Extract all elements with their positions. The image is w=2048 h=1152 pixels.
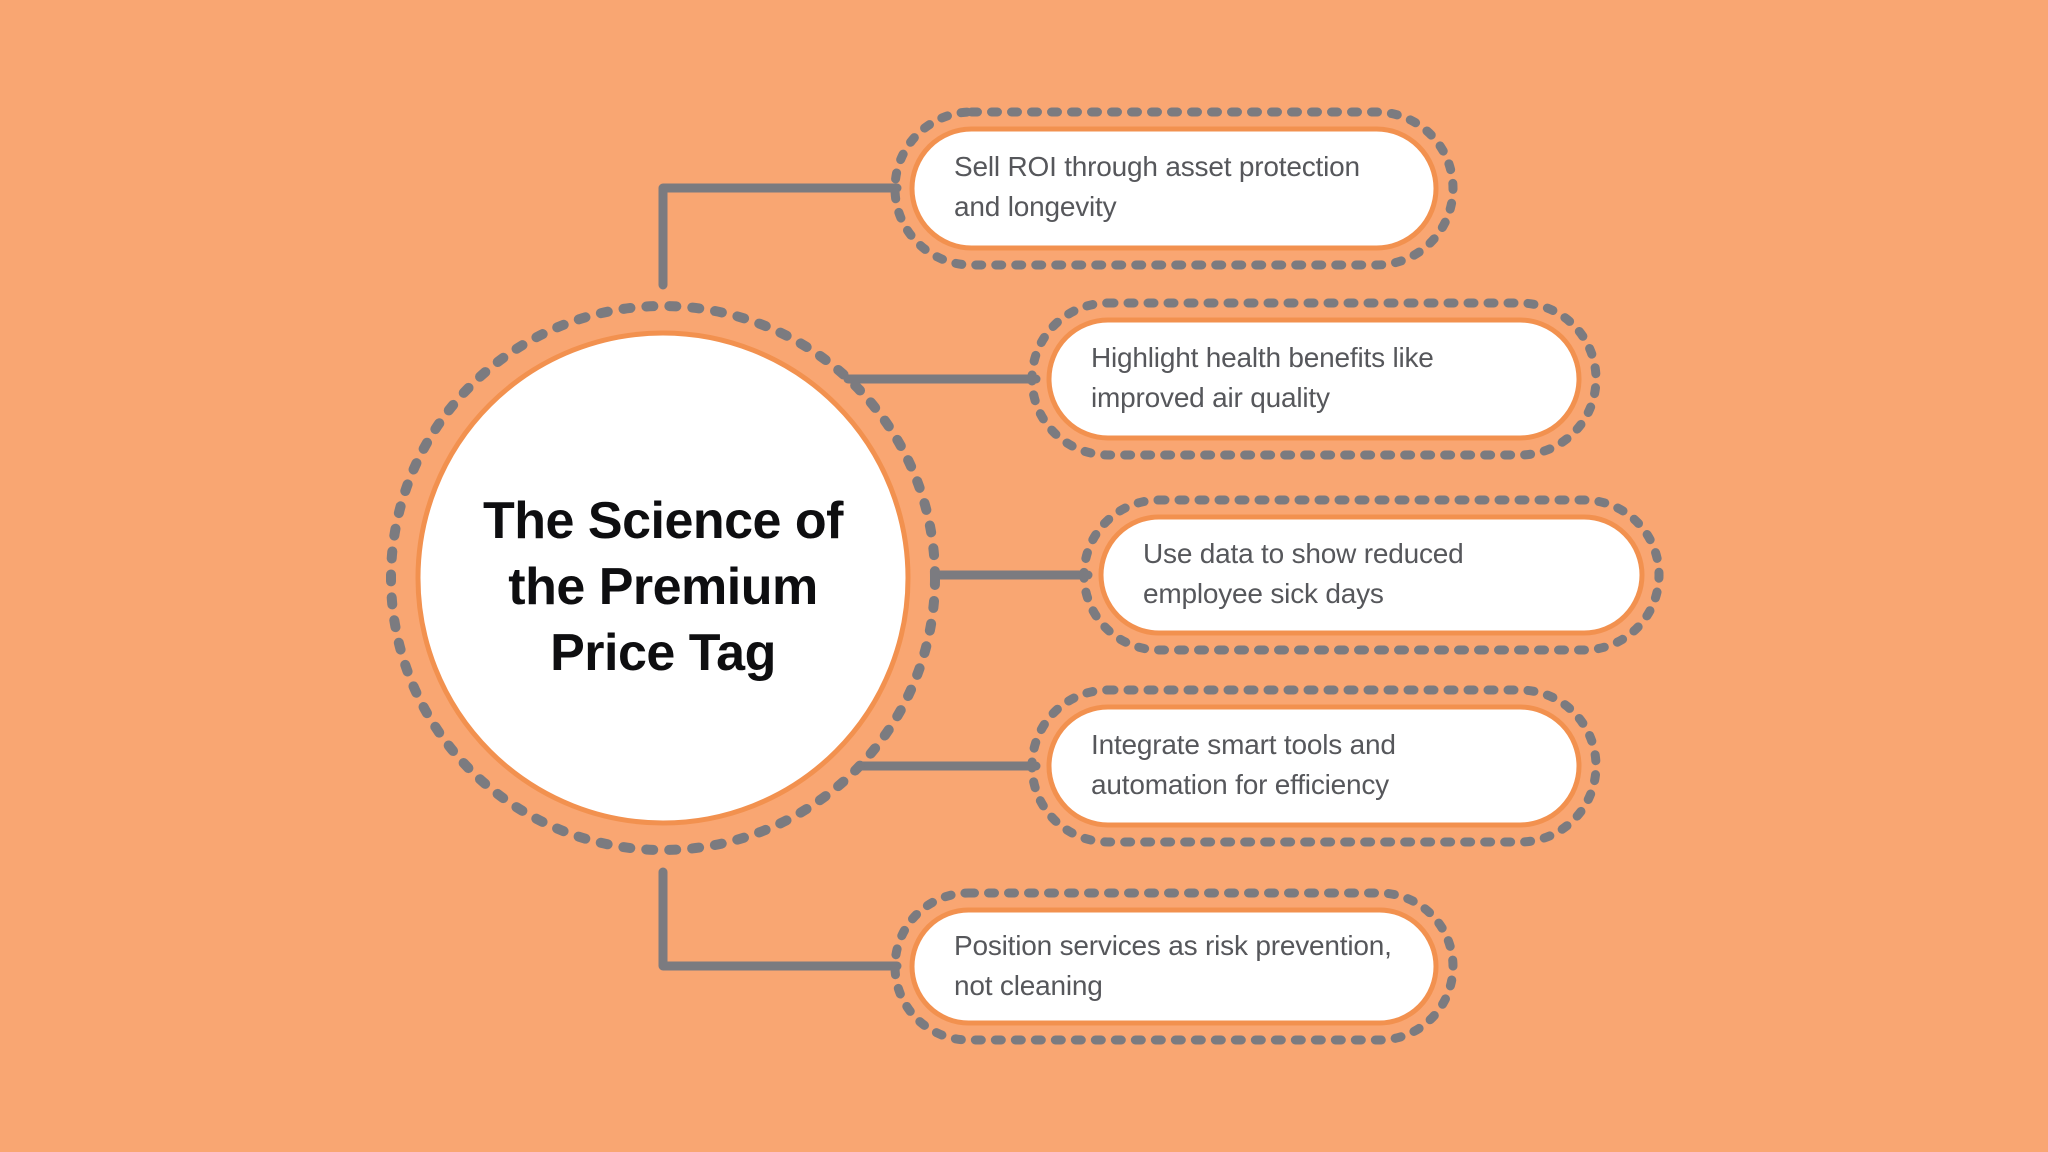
center-node-circle — [415, 330, 911, 826]
branch-label-1: Sell ROI through asset protection and lo… — [954, 147, 1360, 227]
branch-node-5-dashed-border — [890, 888, 1458, 1045]
branch-label-4-line-2: automation for efficiency — [1091, 769, 1389, 800]
branch-label-2-line-1: Highlight health benefits like — [1091, 342, 1434, 373]
center-title-line-2: the Premium — [508, 558, 818, 616]
branch-label-4-line-1: Integrate smart tools and — [1091, 729, 1396, 760]
center-node-title: The Science of the Premium Price Tag — [413, 488, 913, 686]
branch-node-3 — [1098, 514, 1645, 636]
branch-label-5: Position services as risk prevention, no… — [954, 926, 1392, 1006]
branch-label-5-line-2: not cleaning — [954, 970, 1103, 1001]
branch-node-1 — [909, 126, 1439, 251]
branch-node-4 — [1046, 704, 1582, 828]
connector-branch-1 — [658, 183, 902, 290]
center-title-line-3: Price Tag — [550, 624, 776, 682]
connector-branch-5 — [658, 867, 902, 971]
branch-node-2 — [1046, 317, 1582, 441]
branch-label-1-line-2: and longevity — [954, 191, 1117, 222]
branch-label-4: Integrate smart tools and automation for… — [1091, 725, 1396, 805]
branch-label-3: Use data to show reduced employee sick d… — [1143, 534, 1464, 614]
branch-label-3-line-2: employee sick days — [1143, 578, 1384, 609]
center-node-dashed-border — [386, 301, 940, 855]
branch-node-3-dashed-border — [1079, 495, 1664, 655]
branch-node-5 — [909, 907, 1439, 1026]
branch-node-4-dashed-border — [1027, 685, 1601, 847]
branch-node-1-dashed-border — [890, 107, 1458, 270]
branch-label-5-line-1: Position services as risk prevention, — [954, 930, 1392, 961]
center-title-line-1: The Science of — [483, 492, 844, 550]
branch-node-2-dashed-border — [1027, 298, 1601, 460]
branch-label-1-line-1: Sell ROI through asset protection — [954, 151, 1360, 182]
branch-label-3-line-1: Use data to show reduced — [1143, 538, 1464, 569]
branch-label-2-line-2: improved air quality — [1091, 382, 1330, 413]
branch-label-2: Highlight health benefits like improved … — [1091, 338, 1434, 418]
